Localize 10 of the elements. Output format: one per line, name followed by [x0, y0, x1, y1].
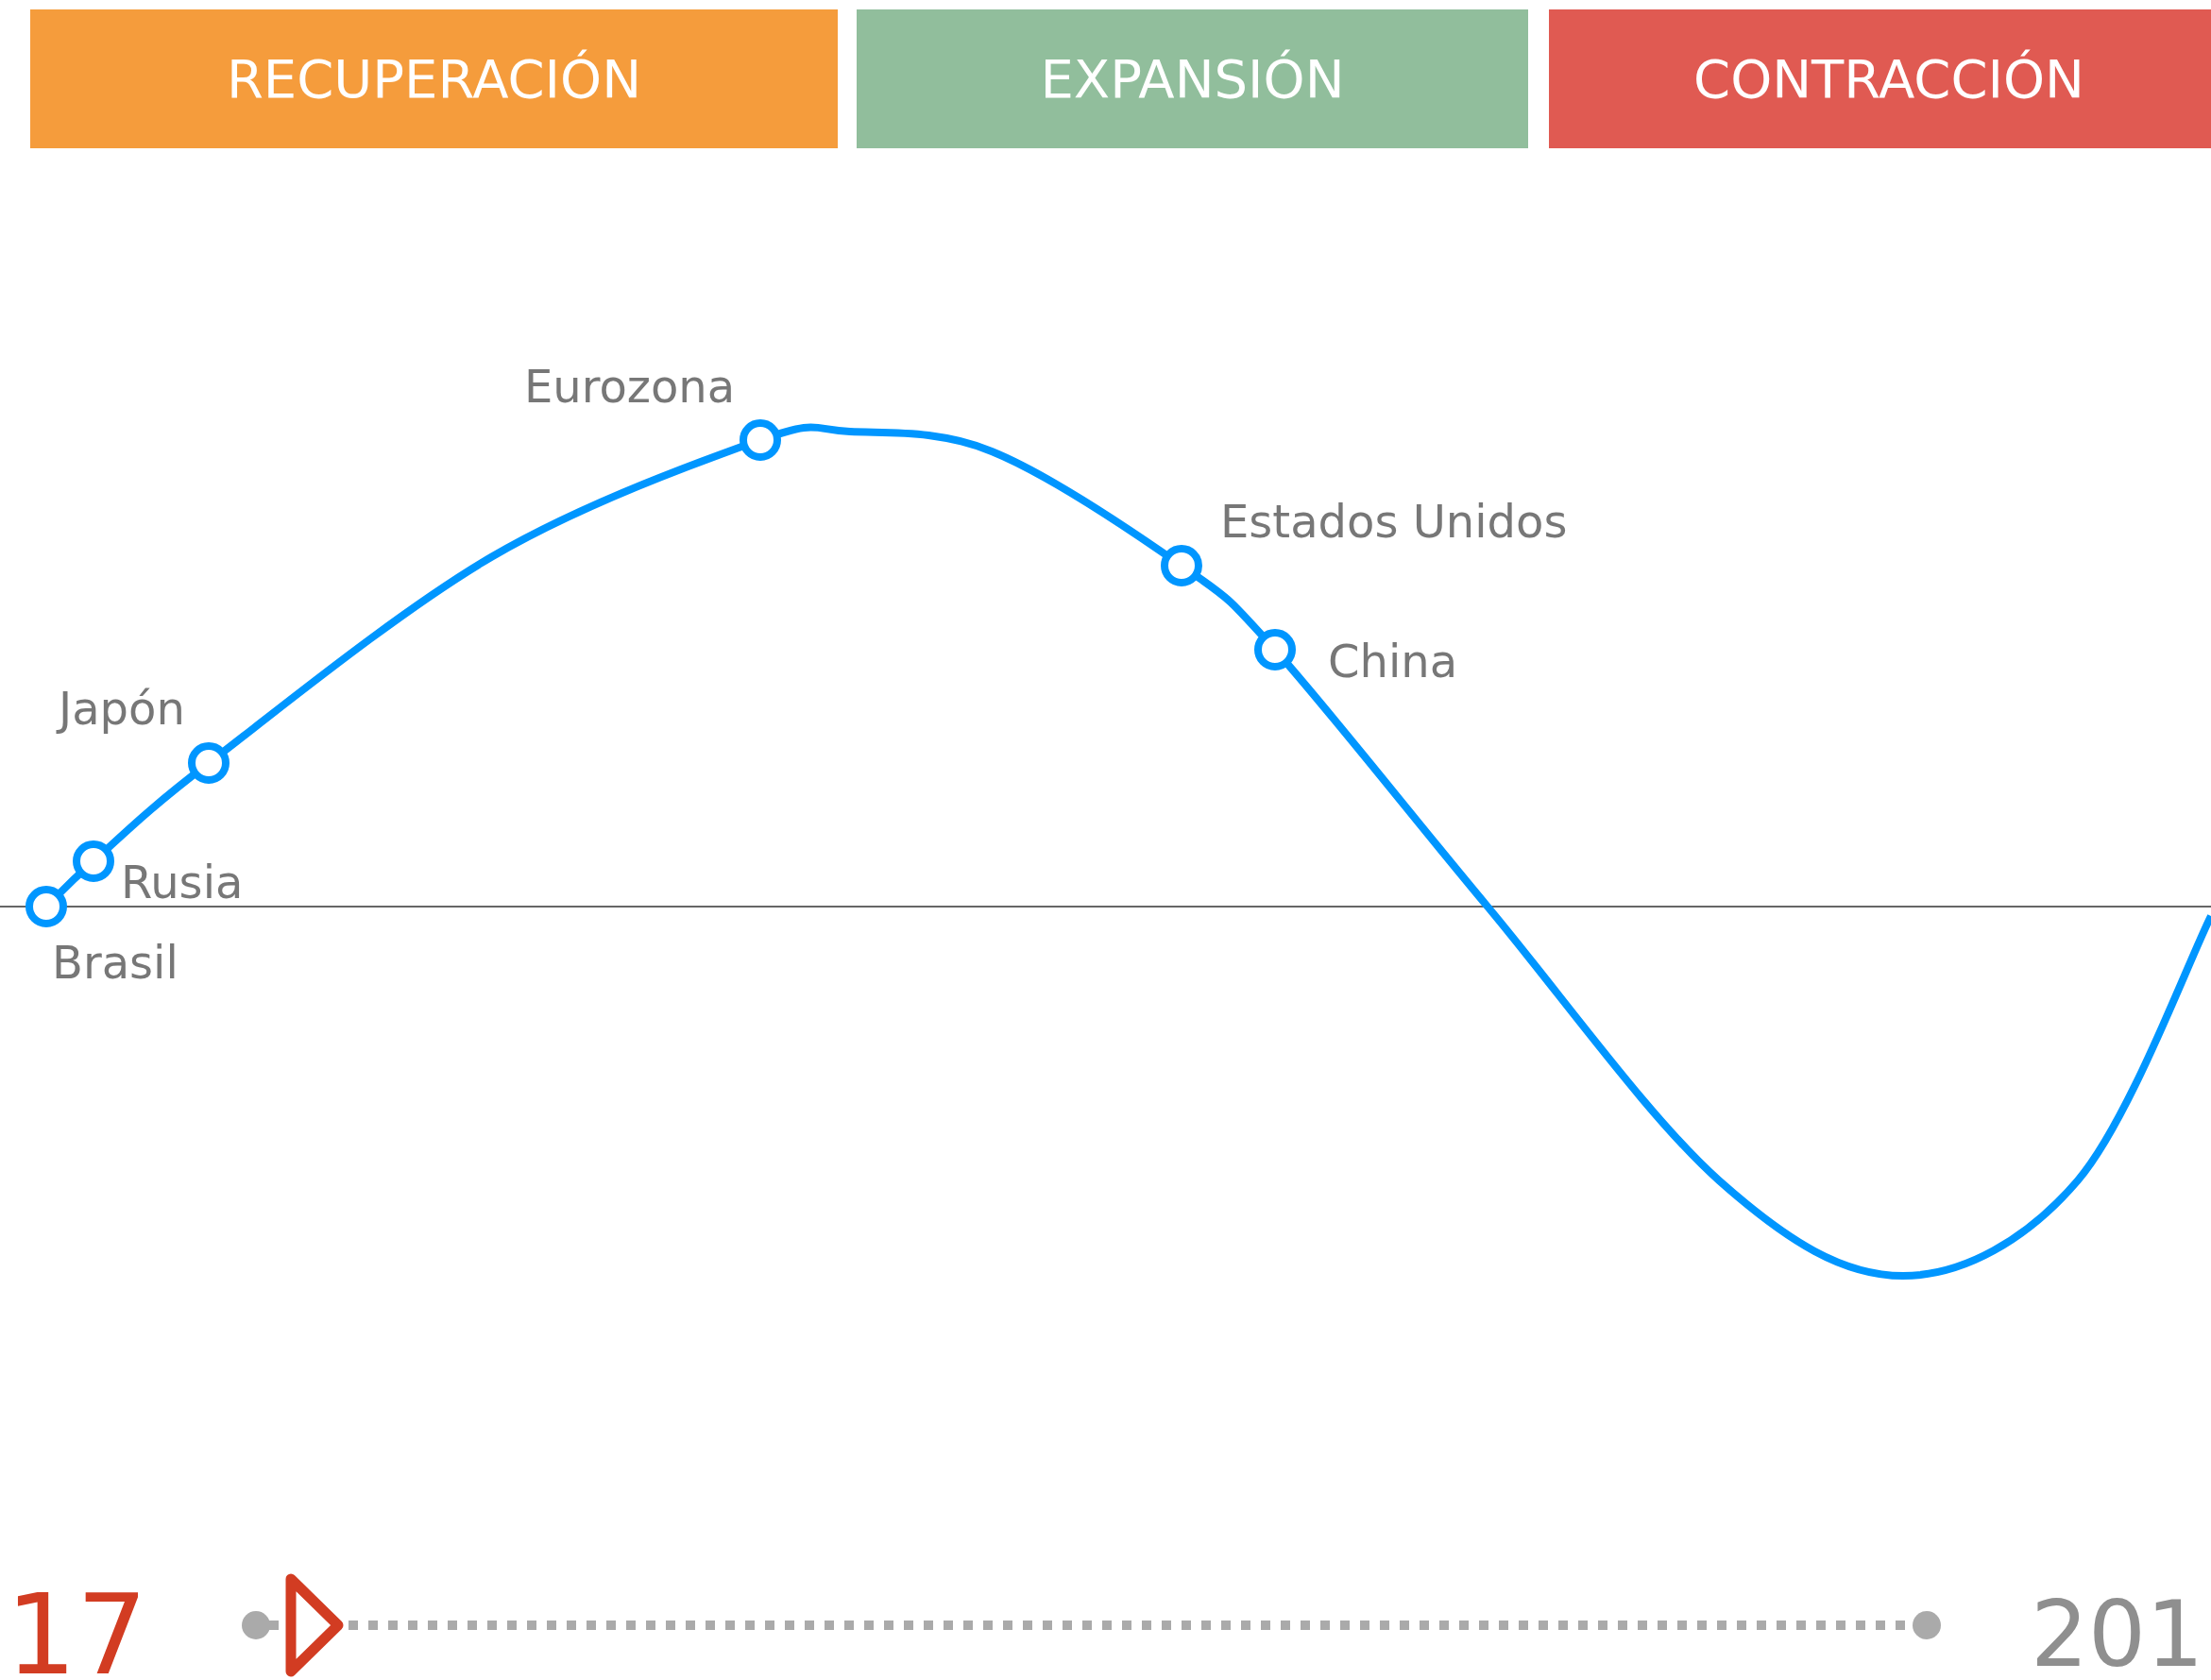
phase-banner: RECUPERACIÓN: [30, 9, 838, 148]
country-label: Rusia: [121, 859, 244, 905]
year-label: 201: [2031, 1589, 2204, 1680]
country-label: Estados Unidos: [1220, 499, 1568, 544]
phase-banner: CONTRACCIÓN: [1549, 9, 2211, 148]
phase-banner: EXPANSIÓN: [857, 9, 1528, 148]
country-label: China: [1328, 638, 1458, 684]
country-label: Brasil: [52, 940, 179, 985]
year-label: 17: [6, 1579, 148, 1680]
country-label: Eurozona: [524, 364, 736, 409]
